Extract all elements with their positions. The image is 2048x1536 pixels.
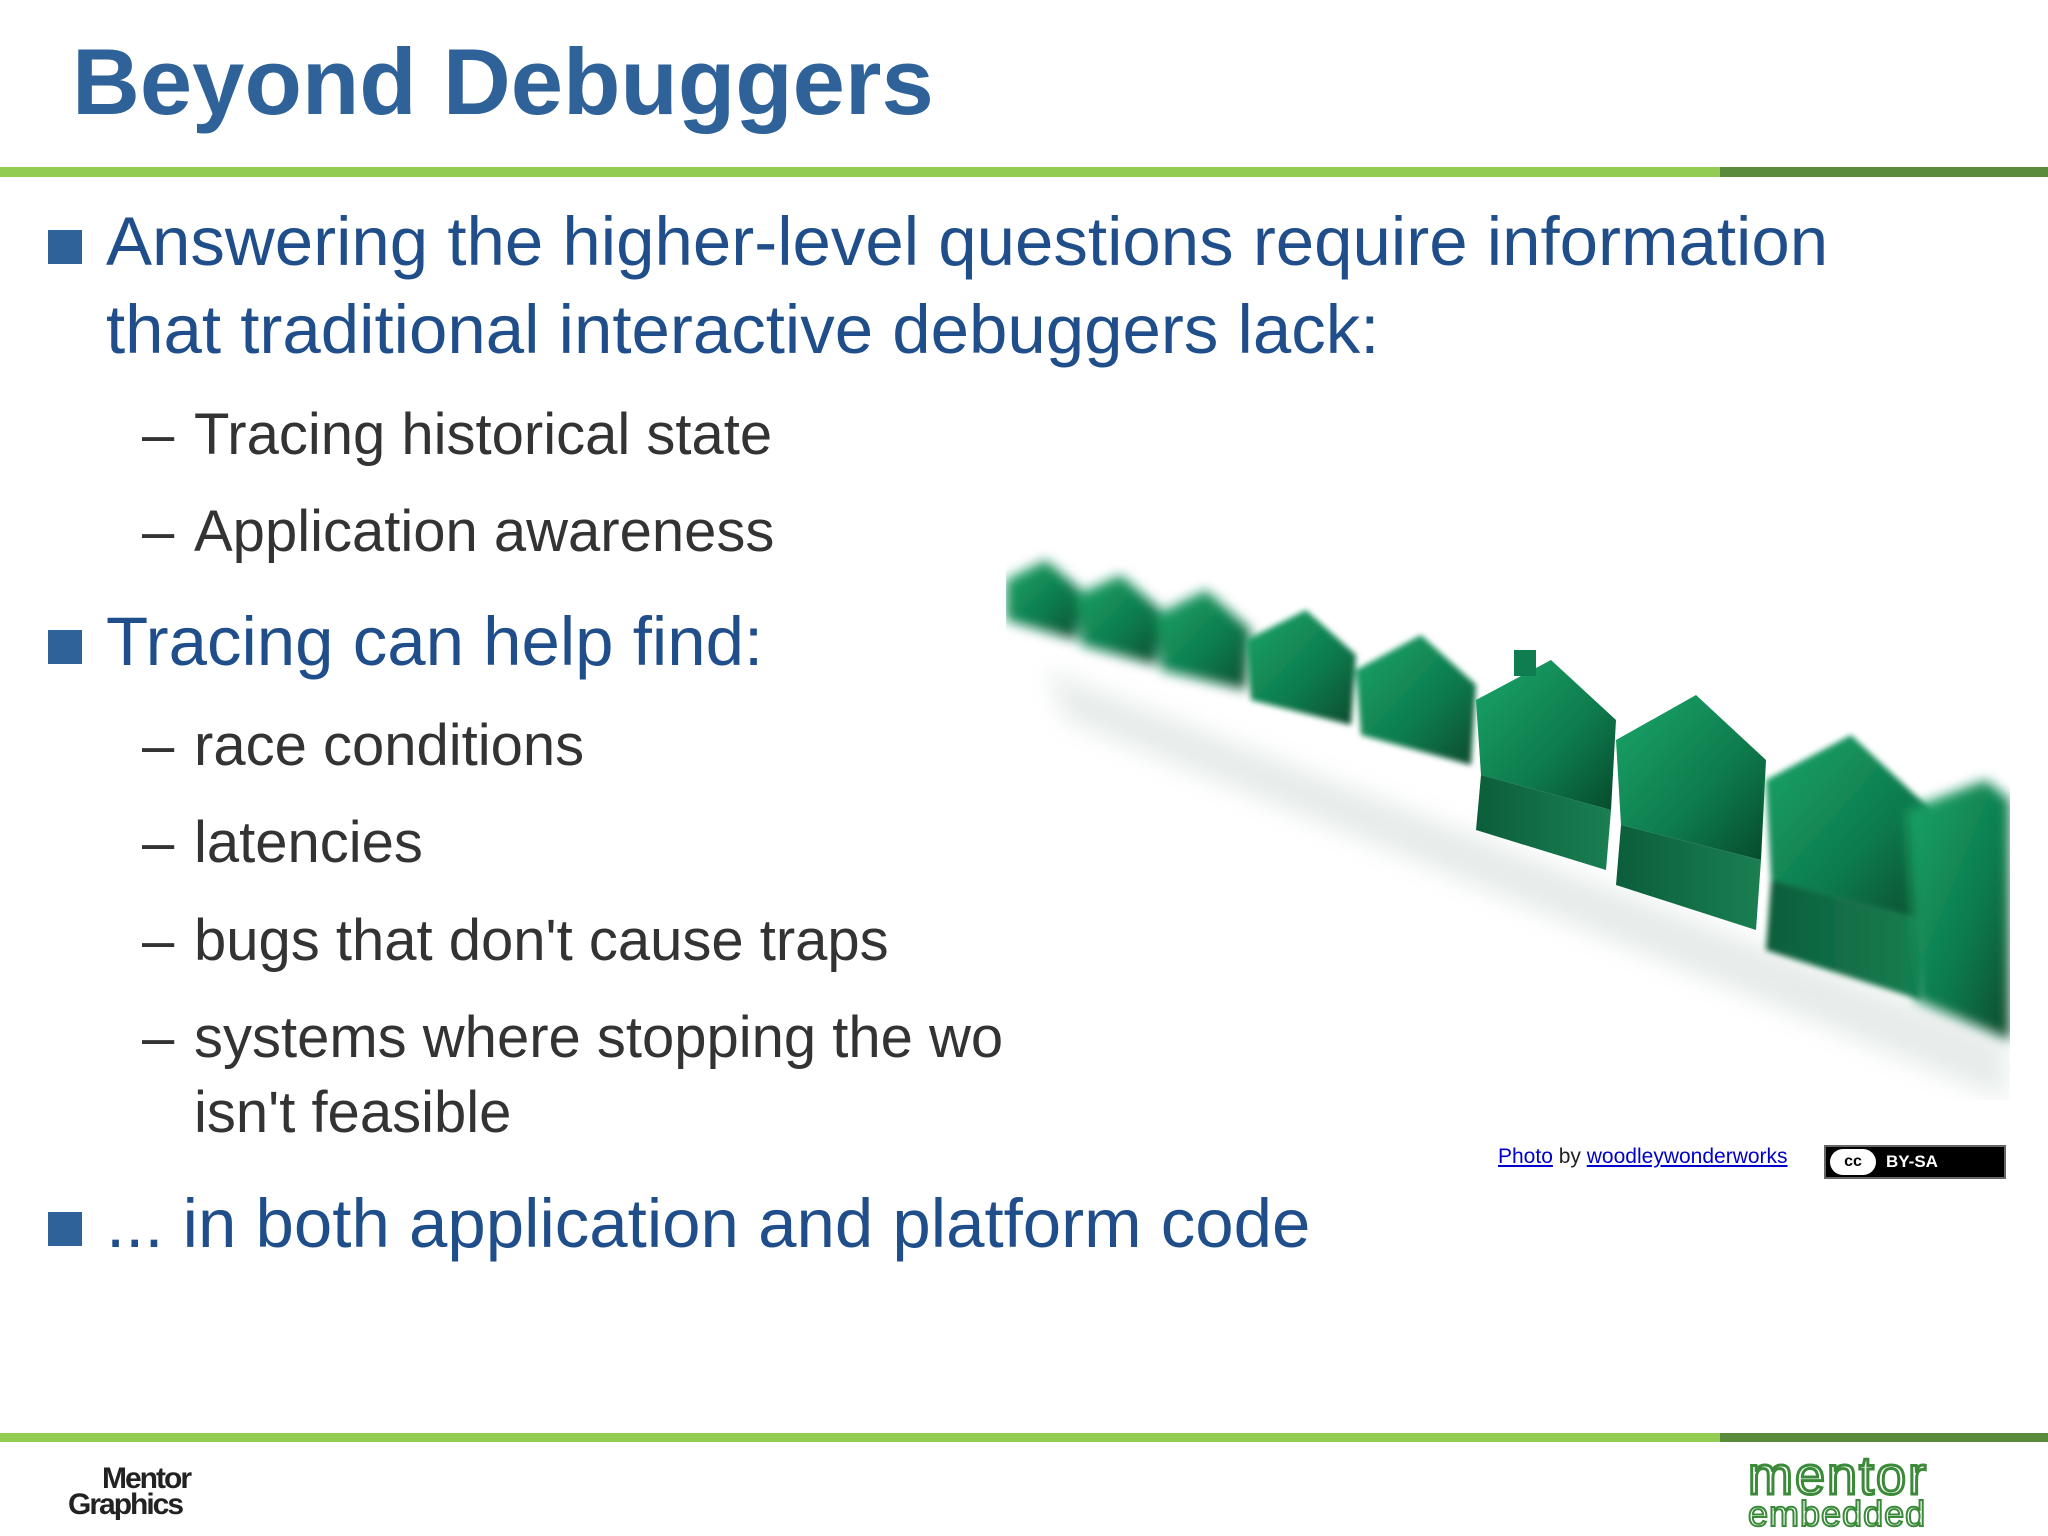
sub-item-label: Application awareness: [194, 499, 775, 564]
sub-item-label: bugs that don't cause traps: [194, 908, 889, 973]
sub-item-label: race conditions: [194, 713, 585, 778]
credit-by: by: [1558, 1145, 1581, 1168]
sub-item-label: systems where stopping the world: [194, 1005, 1068, 1070]
photo-link[interactable]: Photo: [1498, 1145, 1553, 1168]
top-rule-accent: [1720, 167, 2048, 177]
houses-illustration: [1006, 480, 2010, 1100]
photo-credit: Photo by woodleywonderworks: [1498, 1145, 1788, 1169]
dash: –: [142, 810, 175, 875]
logo-right-line-1: mentor: [1748, 1450, 1928, 1506]
sub-item-latencies: –latencies: [142, 805, 423, 881]
green-houses-photo: [1006, 480, 2010, 1100]
sub-item-tracing-historical-state: –Tracing historical state: [142, 397, 772, 473]
sub-item-systems-continued: isn't feasible: [194, 1080, 512, 1145]
dash: –: [142, 908, 175, 973]
square-bullet-icon: [48, 1212, 82, 1246]
sub-item-application-awareness: –Application awareness: [142, 494, 774, 570]
bottom-rule: [0, 1433, 2048, 1442]
sub-item-bugs: –bugs that don't cause traps: [142, 903, 889, 979]
dash: –: [142, 1005, 175, 1070]
mentor-embedded-logo: mentor embedded: [1747, 1450, 1928, 1530]
sub-item-label: latencies: [194, 810, 423, 875]
cc-circle: cc: [1830, 1149, 1876, 1175]
sub-item-systems: –systems where stopping the world: [142, 1000, 1068, 1076]
sub-item-label: Tracing historical state: [194, 402, 773, 467]
dash: –: [142, 713, 175, 778]
dash: –: [142, 402, 175, 467]
sub-item-race-conditions: –race conditions: [142, 708, 584, 784]
bullet-2-line-1: Tracing can help find:: [106, 603, 764, 680]
bullet-3-line-1: ... in both application and platform cod…: [106, 1185, 1311, 1262]
dash: –: [142, 499, 175, 564]
square-bullet-icon: [48, 230, 82, 264]
top-rule: [0, 167, 2048, 177]
bullet-1-line-1: Answering the higher-level questions req…: [106, 203, 1829, 280]
logo-left-line-1: Mentor: [102, 1462, 192, 1495]
cc-by-sa-icon[interactable]: cc BY-SA: [1824, 1145, 2006, 1179]
square-bullet-icon: [48, 630, 82, 664]
mentor-graphics-logo: Mentor Graphics: [68, 1462, 194, 1521]
bottom-rule-accent: [1720, 1433, 2048, 1442]
bullet-1-line-2: that traditional interactive debuggers l…: [106, 291, 1380, 368]
logo-left-line-2: Graphics: [68, 1488, 183, 1521]
cc-license-text: BY-SA: [1886, 1152, 1938, 1171]
slide-title: Beyond Debuggers: [72, 29, 934, 134]
logo-right-line-2: embedded: [1748, 1493, 1926, 1530]
author-link[interactable]: woodleywonderworks: [1586, 1145, 1788, 1168]
